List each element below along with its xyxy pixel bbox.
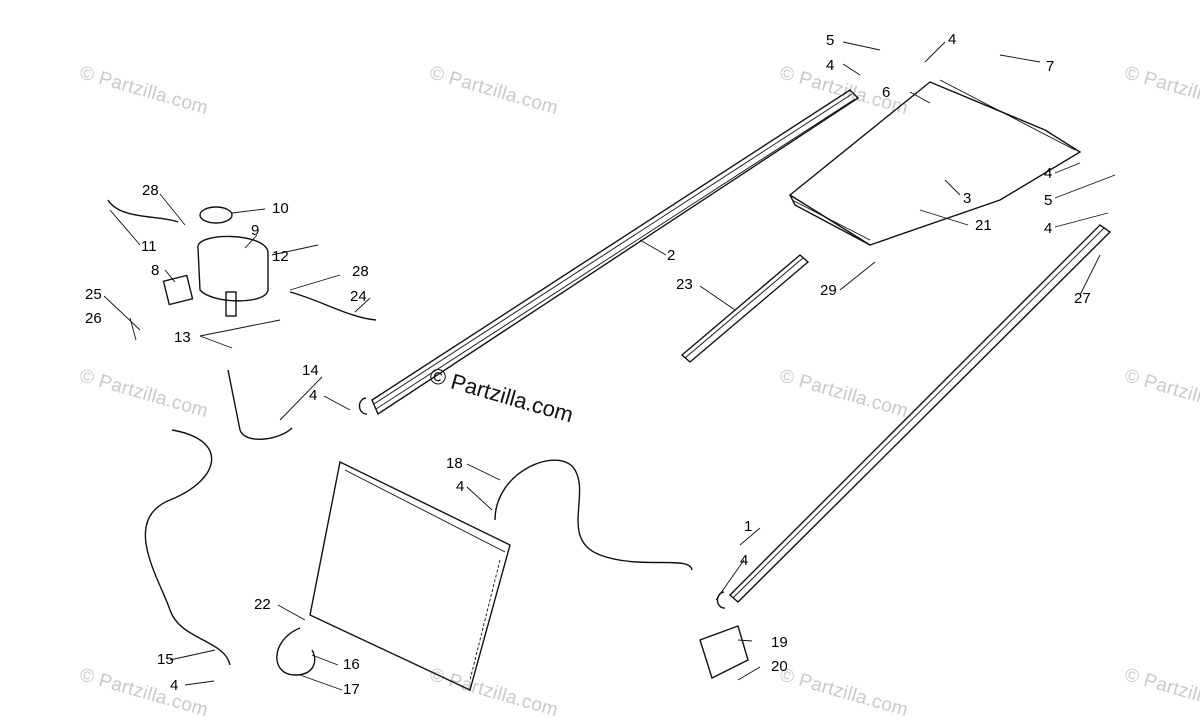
callout-28: 28: [352, 263, 369, 280]
callout-11: 11: [141, 238, 157, 255]
callout-23: 23: [676, 276, 693, 293]
callout-21: 21: [975, 217, 992, 234]
callout-4: 4: [1044, 165, 1053, 182]
hose-11: [107, 199, 179, 223]
callout-1: 1: [744, 518, 753, 535]
callout-18: 18: [446, 455, 463, 472]
hose-14: [227, 369, 293, 440]
callout-4: 4: [1044, 220, 1053, 237]
callout-15: 15: [157, 651, 174, 668]
callout-13: 13: [174, 329, 191, 346]
callout-leaders: [103, 41, 1116, 691]
callout-20: 20: [771, 658, 788, 675]
callout-5: 5: [826, 32, 835, 49]
callout-25: 25: [85, 286, 102, 303]
hose-15: [144, 429, 231, 666]
callout-6: 6: [882, 84, 891, 101]
callout-16: 16: [343, 656, 360, 673]
callout-26: 26: [85, 310, 102, 327]
callout-27: 27: [1074, 290, 1091, 307]
bracket: [699, 625, 749, 679]
callout-5: 5: [1044, 192, 1053, 209]
callout-10: 10: [272, 200, 289, 217]
callout-22: 22: [254, 596, 271, 613]
small-rail: [680, 254, 810, 363]
callout-29: 29: [820, 282, 837, 299]
callout-7: 7: [1046, 58, 1055, 75]
callout-4: 4: [826, 57, 835, 74]
callout-24: 24: [350, 288, 367, 305]
callout-17: 17: [343, 681, 360, 698]
hose-18: [494, 459, 693, 571]
coolant-tank: [197, 206, 269, 317]
callout-4: 4: [740, 552, 749, 569]
tunnel-cooler-panel: [788, 79, 1082, 246]
callout-19: 19: [771, 634, 788, 651]
hose-17: [276, 627, 316, 676]
callout-8: 8: [151, 262, 160, 279]
hose-24: [289, 291, 377, 321]
callout-4: 4: [948, 31, 957, 48]
callout-2: 2: [667, 247, 676, 264]
cooler-rail-right: [716, 224, 1112, 609]
decal: [162, 274, 194, 306]
callout-4: 4: [170, 677, 179, 694]
cooler-rail-left: [358, 89, 860, 416]
callout-14: 14: [302, 362, 319, 379]
callout-28: 28: [142, 182, 159, 199]
callout-9: 9: [251, 222, 260, 239]
callout-12: 12: [272, 248, 289, 265]
callout-4: 4: [309, 387, 318, 404]
callout-3: 3: [963, 190, 972, 207]
heat-exchanger: [309, 460, 511, 691]
callout-4: 4: [456, 478, 465, 495]
